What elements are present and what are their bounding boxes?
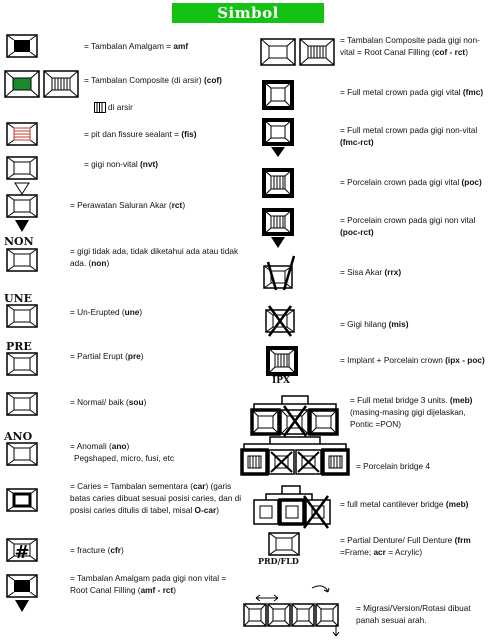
hatch-swatch-label: di arsir [108,102,133,112]
full-metal-crown-symbol [262,80,294,110]
cantilever-text: = full metal cantilever bridge (meb) [340,499,469,509]
ano-text: = Anomali (ano) Pegshaped, micro, fusi, … [70,441,175,463]
metal-bridge-symbol [250,394,340,437]
fracture-symbol: # [6,538,38,563]
prd-fld-label: PRD/FLD [258,556,299,566]
migration-text: = Migrasi/Version/Rotasi dibuat panah se… [356,603,471,625]
rrx-text: = Sisa Akar (rrx) [340,267,402,277]
nonvital-text: = gigi non-vital (nvt) [84,159,159,169]
porcelain-crown-symbol [262,168,294,198]
porcelain-bridge-text: = Porcelain bridge 4 [356,461,431,471]
sealant-text: = pit dan fissure sealant = (fis) [84,129,197,139]
root-remnant-symbol [262,255,296,292]
composite-rct-text: = Tambalan Composite pada gigi non-vital… [340,35,480,57]
denture-text: = Partial Denture/ Full Denture (frm =Fr… [340,535,471,557]
composite-rct-symbol [260,38,336,66]
ipx-label: IPX [272,376,290,386]
une-label: UNE [4,292,33,305]
full-metal-crown-rct-symbol [262,118,294,158]
page-title: Simbol Odontogram [172,3,324,42]
nonvital-symbol [6,156,38,196]
une-text: = Un-Erupted (une) [70,307,143,317]
amalgam-text: = Tambalan Amalgam = amf [84,41,189,51]
cantilever-bridge-symbol [252,484,336,529]
non-text: = gigi tidak ada, tidak diketahui ada at… [70,246,239,268]
hatch-swatch-icon [94,102,106,113]
implant-crown-symbol [266,346,298,376]
root-canal-symbol [6,194,38,234]
partial-erupt-symbol [6,352,38,376]
mis-text: = Gigi hilang (mis) [340,319,409,329]
anomaly-symbol [6,442,38,466]
normal-text: = Normal/ baik (sou) [70,397,147,407]
unerupted-symbol [6,304,38,328]
normal-symbol [6,392,38,416]
migration-symbol [238,584,346,638]
amalgam-rct-text: = Tambalan Amalgam pada gigi non vital =… [70,573,227,595]
caries-text: = Caries = Tambalan sementara (car) (gar… [70,481,242,515]
denture-symbol [268,532,300,558]
sealant-symbol [6,122,38,146]
missing-tooth-symbol [264,305,298,337]
composite-symbol [4,70,80,98]
amalgam-symbol [6,34,38,58]
ano-label: ANO [4,430,33,443]
fracture-text: = fracture (cfr) [70,545,124,555]
porcelain-crown-rct-symbol [262,208,294,250]
fmc-text: = Full metal crown pada gigi vital (fmc) [340,87,484,97]
root-canal-text: = Perawatan Saluran Akar (rct) [70,200,186,210]
caries-symbol [6,488,38,512]
composite-text: = Tambalan Composite (di arsir) (cof) [84,75,222,85]
amalgam-rct-symbol [6,574,38,614]
porcelain-bridge-symbol [240,436,350,476]
non-label: NON [4,235,34,248]
poc-rct-text: = Porcelain crown pada gigi non vital (p… [340,215,476,237]
metal-bridge-text: = Full metal bridge 3 units. (meb)(masin… [350,395,473,429]
svg-text:#: # [14,542,29,563]
ipx-text: = Implant + Porcelain crown (ipx - poc) [340,355,485,365]
pre-text: = Partial Erupt (pre) [70,351,144,361]
poc-text: = Porcelain crown pada gigi vital (poc) [340,177,482,187]
missing-unknown-symbol [6,248,38,272]
fmc-rct-text: = Full metal crown pada gigi non-vital (… [340,125,478,147]
pre-label: PRE [6,340,32,353]
